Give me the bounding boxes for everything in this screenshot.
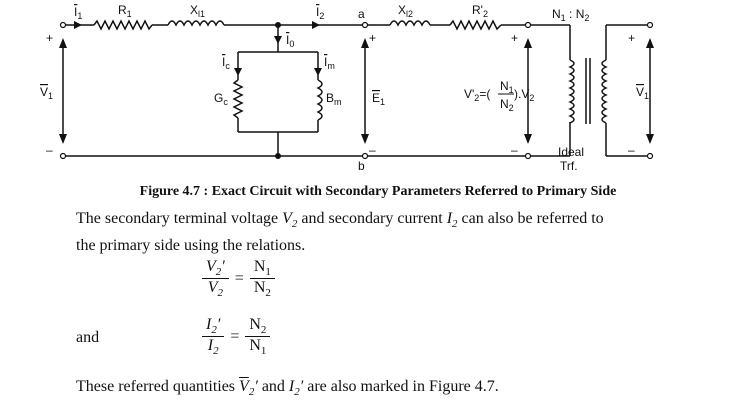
arrow-i0 xyxy=(274,36,282,44)
svg-text:).V2: ).V2 xyxy=(514,87,534,103)
sign-plus-e1: + xyxy=(369,31,376,45)
transformer-secondary-coil xyxy=(601,59,608,124)
label-turns-ratio: N1 : N2 xyxy=(552,7,589,23)
arrow-i1 xyxy=(74,21,82,29)
resistor-r1 xyxy=(93,19,153,31)
label-i1: I1 xyxy=(74,5,82,21)
label-v1-left: V1 xyxy=(40,85,53,101)
label-i2: I2 xyxy=(316,5,324,21)
inductor-xl1 xyxy=(167,20,225,27)
text-and: and xyxy=(76,329,100,346)
label-ic: Ic xyxy=(222,55,230,71)
label-trf: Trf. xyxy=(560,159,578,173)
arrow-im xyxy=(314,68,322,76)
label-r2: R'2 xyxy=(472,3,488,19)
sign-plus-v1-left: + xyxy=(46,31,53,45)
label-r1: R1 xyxy=(118,3,132,19)
transformer-primary-coil xyxy=(568,59,575,124)
label-v2-referred: V'2=( N1 N2 ).V2 xyxy=(464,79,534,113)
label-i0: I0 xyxy=(286,33,294,49)
svg-text:V'2=(: V'2=( xyxy=(464,87,490,103)
label-node-b: b xyxy=(358,159,365,173)
sign-plus-v2p: + xyxy=(511,31,518,45)
label-xl1: Xl1 xyxy=(190,3,205,19)
label-gc: Gc xyxy=(214,91,228,107)
sign-plus-v1-right: + xyxy=(628,31,635,45)
sign-minus-v1-right: – xyxy=(628,143,635,157)
resistor-r2 xyxy=(449,19,502,31)
arrow-ic xyxy=(234,68,242,76)
label-v1-right: V1 xyxy=(636,85,649,101)
sign-minus-e1: – xyxy=(369,143,376,157)
label-im: Im xyxy=(324,55,335,71)
svg-text:N2: N2 xyxy=(500,97,514,113)
arrow-i2 xyxy=(312,21,320,29)
resistor-gc xyxy=(232,79,244,119)
paragraph-intro: The secondary terminal voltage V2 and se… xyxy=(76,210,604,255)
label-e1: E1 xyxy=(372,91,385,107)
figure-caption: Figure 4.7 : Exact Circuit with Secondar… xyxy=(139,184,617,199)
inductor-bm xyxy=(316,79,323,121)
label-xl2: Xl2 xyxy=(398,3,413,19)
sign-minus-v1-left: – xyxy=(46,143,53,157)
sign-minus-v2p: – xyxy=(511,143,518,157)
inductor-xl2 xyxy=(389,20,431,27)
paragraph-referred-quantities: These referred quantities V2′ and I2′ ar… xyxy=(76,378,499,399)
label-ideal: Ideal xyxy=(558,145,584,159)
label-node-a: a xyxy=(358,7,365,21)
svg-text:N1: N1 xyxy=(500,79,514,95)
label-bm: Bm xyxy=(326,91,342,107)
circuit-diagram: I1 R1 Xl1 I2 a Xl2 R'2 N1 : N2 I0 Ic Gc … xyxy=(40,3,654,173)
